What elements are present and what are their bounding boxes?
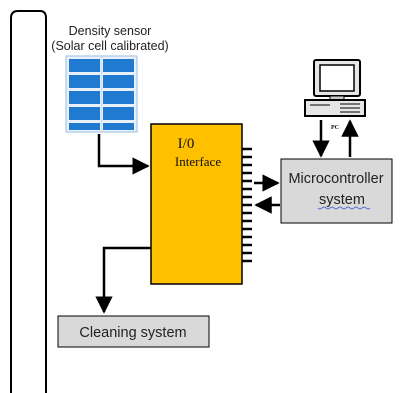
cleaning-system-box bbox=[57, 315, 210, 348]
pc-icon bbox=[304, 59, 366, 117]
sensor-to-io-arrow bbox=[97, 134, 150, 175]
sensor-subtitle: (Solar cell calibrated) bbox=[51, 39, 168, 53]
io-subtitle: Interface bbox=[175, 154, 221, 169]
microcontroller-line1: Microcontroller bbox=[288, 171, 383, 187]
microcontroller-line2: system bbox=[319, 192, 365, 208]
solar-panel-icon bbox=[65, 55, 138, 133]
microcontroller-box bbox=[280, 158, 393, 224]
io-connector-pins bbox=[242, 147, 252, 263]
io-to-cleaning-arrow bbox=[95, 246, 151, 314]
cleaning-system-label: Cleaning system bbox=[79, 325, 186, 341]
spellcheck-squiggle bbox=[317, 206, 371, 210]
pc-label: PC bbox=[331, 125, 339, 131]
sensor-title: Density sensor bbox=[69, 24, 152, 38]
column-outline bbox=[10, 10, 47, 393]
io-interface-box bbox=[150, 123, 243, 285]
io-title: I/0 bbox=[178, 136, 195, 152]
